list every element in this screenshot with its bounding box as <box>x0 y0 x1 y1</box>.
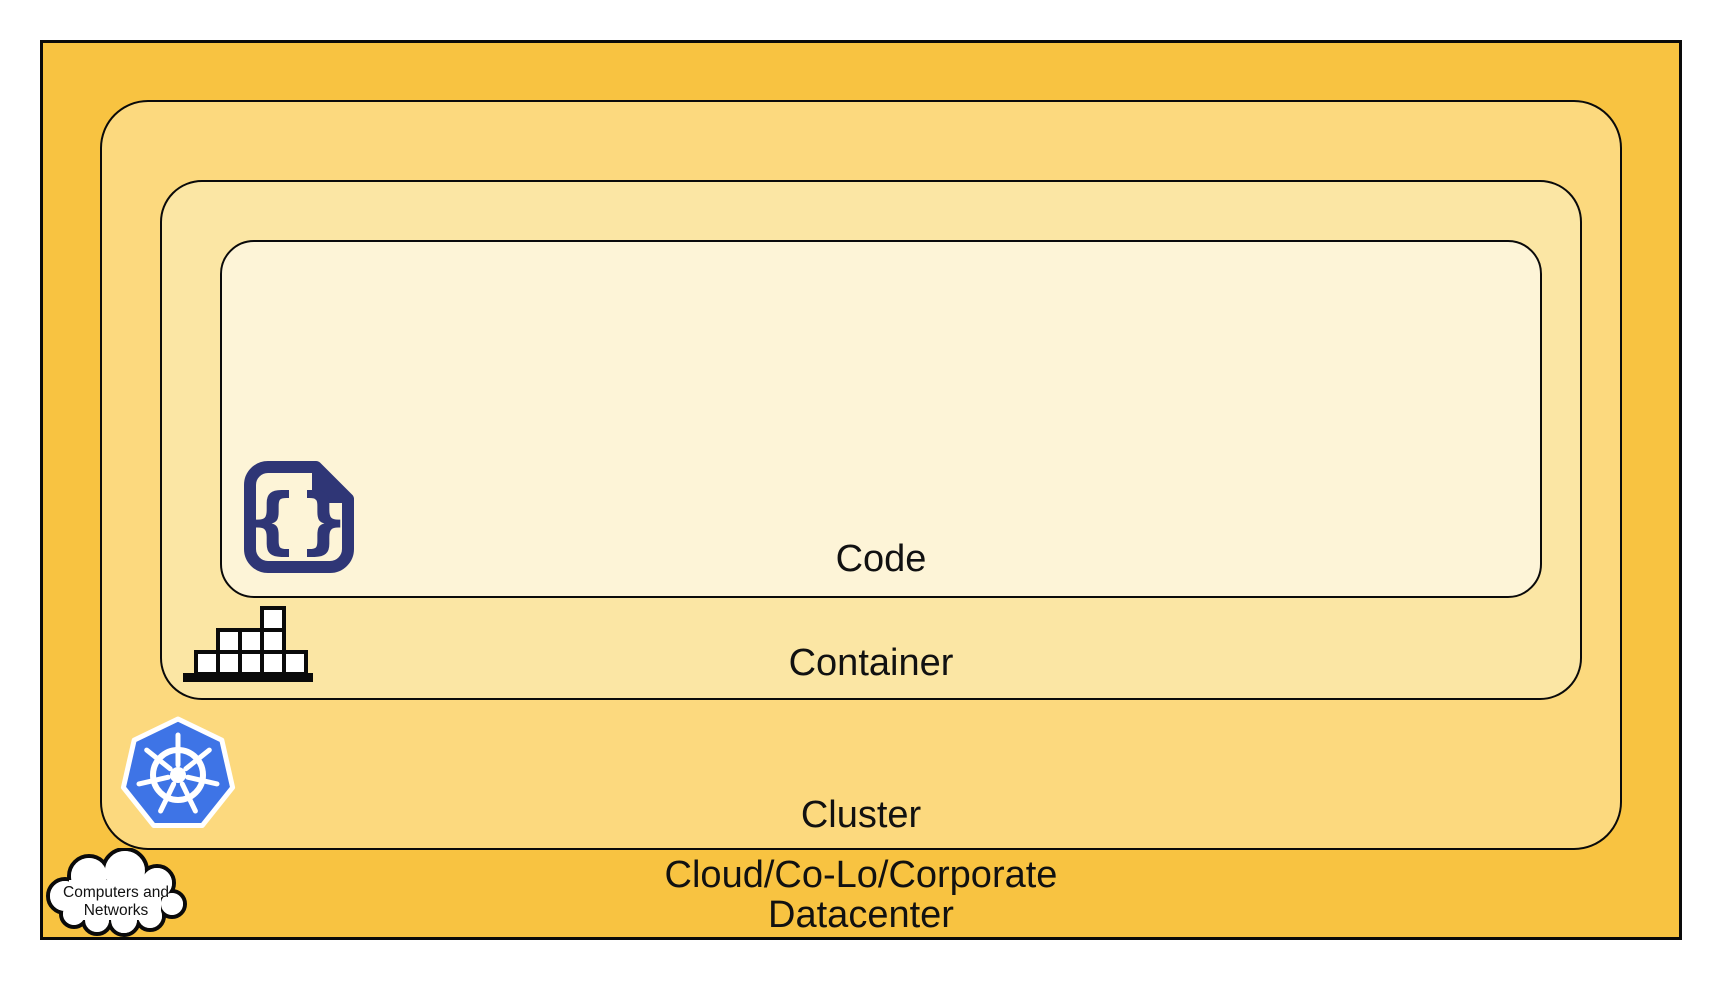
layer-container: {} Code Container <box>160 180 1582 700</box>
kubernetes-icon <box>120 716 236 828</box>
cloud-label-line2: Networks <box>84 902 149 919</box>
layer-cluster: {} Code Container <box>100 100 1622 850</box>
container-blocks-icon <box>183 606 313 682</box>
datacenter-label-line2: Datacenter <box>768 894 954 936</box>
layer-datacenter: {} Code Container <box>40 40 1682 940</box>
layer-code: {} Code <box>220 240 1542 598</box>
cloud-icon: Computers and Networks <box>46 848 187 937</box>
datacenter-label-line1: Cloud/Co-Lo/Corporate <box>664 854 1058 896</box>
cloud-label-line1: Computers and <box>63 884 169 901</box>
code-braces-glyph: {} <box>247 478 350 562</box>
code-label: Code <box>835 538 927 581</box>
code-document-icon: {} <box>244 461 354 573</box>
container-label: Container <box>788 642 954 685</box>
cluster-label: Cluster <box>800 794 922 837</box>
datacenter-label: Cloud/Co-Lo/Corporate Datacenter <box>43 855 1679 935</box>
